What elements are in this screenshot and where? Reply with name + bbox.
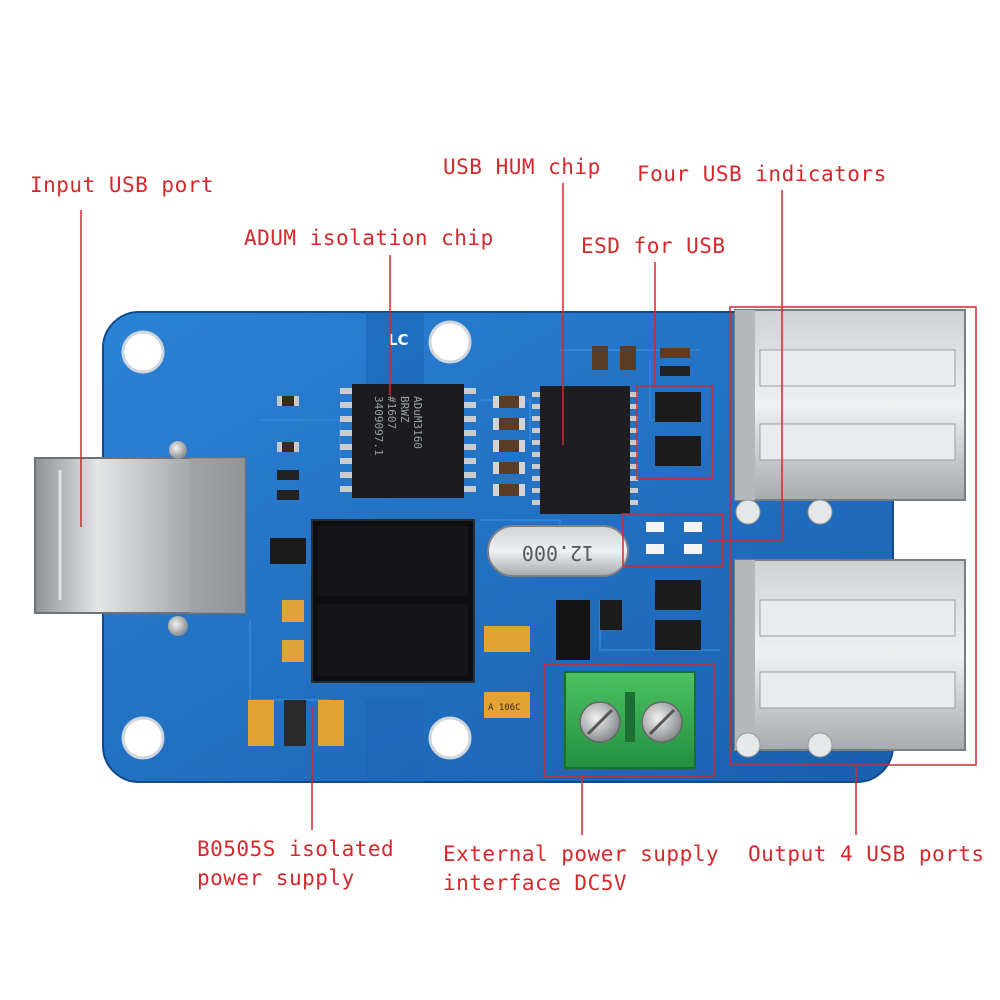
callout-usb-hub-chip: USB HUM chip [443, 155, 601, 179]
tantalum-capacitors: A 106C [248, 626, 530, 746]
callout-b0505s-line-1: B0505S isolated [197, 837, 395, 861]
callout-input-usb-port: Input USB port [30, 173, 215, 197]
callout-lines [80, 183, 977, 835]
mounting-holes [121, 320, 472, 760]
usb-b-input-connector [34, 441, 246, 636]
usb-a-output-connectors [734, 309, 966, 758]
callout-output-usb-ports: Output 4 USB ports [748, 842, 985, 866]
adum-chip-marking-3: #1607 [385, 396, 398, 429]
callout-external-power-supply: External power supply interface DC5V [443, 840, 719, 898]
smd-components-top [592, 346, 690, 376]
callout-external-power-line-1: External power supply [443, 842, 720, 866]
callout-b0505s-power-supply: B0505S isolated power supply [197, 835, 394, 893]
adum-chip-marking-4: 3409097.1 [372, 396, 385, 456]
callout-adum-isolation-chip: ADUM isolation chip [244, 226, 494, 250]
callout-esd-for-usb: ESD for USB [581, 234, 726, 258]
usb-indicator-leds [646, 522, 702, 554]
crystal-oscillator: 12.000 [487, 525, 629, 577]
callout-four-usb-indicators: Four USB indicators [637, 162, 887, 186]
adum-chip-marking-1: ADuM3160 [411, 396, 424, 449]
smd-components-left [270, 396, 306, 662]
usb-hub-chip [532, 386, 638, 514]
tantalum-marking: A 106C [488, 703, 521, 713]
dc-screw-terminal [564, 671, 696, 769]
b0505s-power-module [311, 519, 475, 683]
adum-chip-marking-2: BRWZ [398, 396, 411, 423]
callout-b0505s-line-2: power supply [197, 866, 355, 890]
callout-external-power-line-2: interface DC5V [443, 871, 628, 895]
crystal-marking: 12.000 [522, 541, 594, 565]
adum-isolation-chip: ADuM3160 BRWZ #1607 3409097.1 [340, 384, 476, 498]
silkscreen-lc: LC [388, 331, 409, 349]
esd-chips [556, 392, 701, 660]
smd-capacitor-column [493, 396, 525, 496]
